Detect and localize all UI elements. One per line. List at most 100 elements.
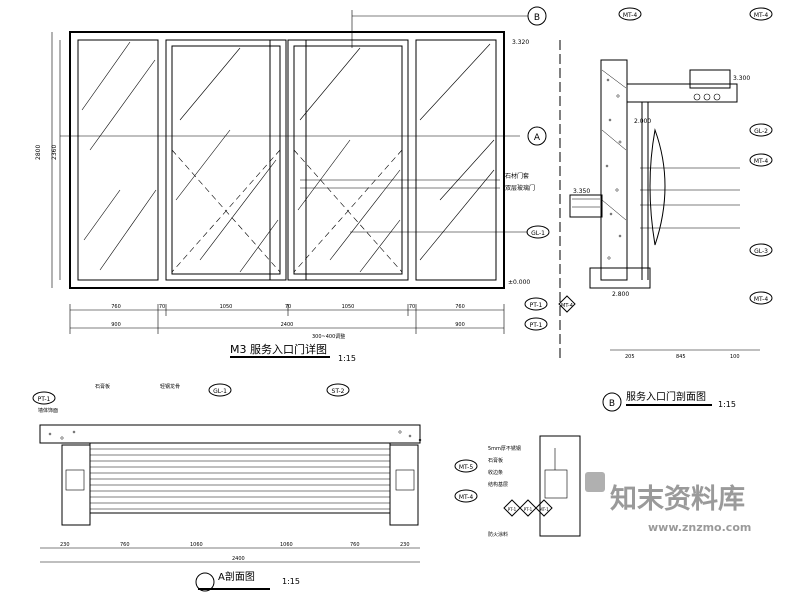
callout-label-1: 石材门套: [505, 172, 529, 180]
side-dim-2: 845: [676, 354, 686, 360]
wall-hatch: [601, 69, 627, 260]
callout-tag-gl1: [526, 225, 550, 239]
detail-label-2: 石膏板: [488, 457, 503, 464]
dim-height-door: 2360: [51, 145, 58, 160]
elevation-scale: 1:15: [338, 354, 356, 363]
door-leaf-left-inner: [171, 45, 281, 275]
tag-gl1-label: GL-1: [213, 388, 227, 395]
dim-note: 300~400调整: [312, 333, 345, 340]
detail-tag-1: [503, 499, 521, 517]
door-leaf-right-inner: [293, 45, 403, 275]
sa-dim-5: 760: [350, 542, 360, 548]
svg-text:MT-4: MT-4: [754, 158, 768, 165]
dim-bottom-2: 2400: [281, 322, 294, 328]
svg-text:MT-4: MT-4: [561, 303, 573, 309]
dim-bottom-3: 900: [455, 322, 465, 328]
tag-mt4: [454, 489, 478, 503]
detail-label-5: 防火涂料: [488, 531, 508, 538]
wall-masonry: [600, 59, 628, 281]
svg-text:MT-4: MT-4: [623, 12, 637, 19]
section-a-marker: [195, 572, 215, 592]
detail-frame: [539, 435, 581, 537]
side-dim-1: 205: [625, 354, 635, 360]
section-marker-a-label: A: [534, 133, 541, 143]
sa-dim-4: 1060: [280, 542, 293, 548]
tag-pt1: [32, 391, 56, 405]
tag-mt5: [454, 459, 478, 473]
elevation-title: M3 服务入口门详图: [230, 342, 327, 356]
level-top: 3.320: [512, 39, 529, 46]
watermark-logo-icon: [585, 472, 605, 492]
dim-top-1: 760: [111, 304, 121, 310]
dim-top-7: 760: [455, 304, 465, 310]
svg-text:PT-1: PT-1: [530, 322, 543, 329]
detail-label-1: 5mm厚不锈钢: [488, 445, 521, 452]
svg-text:PT-1: PT-1: [524, 507, 533, 512]
side-dim-3: 100: [730, 354, 740, 360]
side-tags: MT-4 GL-2 MT-4 GL-3 MT-4 MT-4 PT-1 PT-1 …: [524, 7, 773, 331]
dim-height-total: 2800: [35, 145, 42, 160]
detail-label-3: 收边条: [488, 469, 503, 476]
elevation-frame: [69, 31, 505, 289]
sa-dim-6: 230: [400, 542, 410, 548]
section-marker-b-label: B: [534, 13, 540, 23]
svg-text:PT-1: PT-1: [530, 302, 543, 309]
tag-gl1: [208, 383, 232, 397]
detail-tag-2: [519, 499, 537, 517]
label-wall-finish: 墙体饰面: [38, 407, 58, 414]
door-leaf-section: [649, 128, 666, 246]
label-steel-keel: 轻钢龙骨: [160, 383, 180, 390]
callout-tag-gl1-label: GL-1: [531, 230, 545, 237]
label-gypsum: 石膏板: [95, 383, 110, 390]
watermark: 知末资料库 www.znzmo.com: [585, 472, 751, 534]
callout-label-2: 双层玻璃门: [505, 184, 535, 192]
dim-bottom-1: 900: [111, 322, 121, 328]
dim-top-2: 70: [159, 304, 165, 310]
side-section-marker-label: B: [609, 399, 615, 409]
dim-top-4: 70: [285, 304, 291, 310]
glass-hatch: [81, 41, 495, 273]
dim-top-3: 1050: [220, 304, 233, 310]
tag-mt5-label: MT-5: [459, 464, 473, 471]
side-level-1: 3.300: [733, 75, 750, 82]
door-leaf-left: [165, 39, 287, 281]
section-a-head: [39, 424, 421, 444]
floor-slab-left: [569, 194, 603, 218]
side-section-marker: [602, 392, 622, 412]
section-a-title: A剖面图: [218, 570, 255, 583]
section-a-right-jamb: [389, 444, 419, 526]
ceiling-box: [626, 83, 738, 103]
section-a-scale: 1:15: [282, 577, 300, 586]
level-floor: ±0.000: [508, 279, 530, 286]
tag-st2-label: ST-2: [332, 388, 345, 395]
threshold: [589, 267, 651, 289]
tag-mt4-label: MT-4: [459, 494, 473, 501]
tag-pt1-label: PT-1: [38, 396, 51, 403]
door-elevation: A B 3.320 ±0.000 石材门套 双层玻璃门 GL-1 2800 23…: [35, 6, 550, 363]
glass-panel-right: [415, 39, 497, 281]
svg-text:MT-4: MT-4: [754, 12, 768, 19]
glass-panel-left: [77, 39, 159, 281]
door-leaf-right: [287, 39, 409, 281]
section-a-body: [89, 442, 391, 514]
svg-text:GL-2: GL-2: [754, 128, 768, 135]
detail-view: 5mm厚不锈钢 石膏板 收边条 结构基层 防火涂料 PT-1 PT-1 MT-1: [488, 435, 581, 538]
svg-text:GL-3: GL-3: [754, 248, 768, 255]
side-level-2: 3.350: [573, 188, 590, 195]
dim-top-5: 1050: [342, 304, 355, 310]
sa-dim-total: 2400: [232, 556, 245, 562]
section-a-plan: PT-1 墙体饰面 石膏板 GL-1 轻钢龙骨 ST-2 MT-5 MT-4 2…: [32, 383, 478, 592]
svg-text:MT-1: MT-1: [539, 507, 549, 512]
dim-top-6: 70: [409, 304, 415, 310]
svg-text:PT-1: PT-1: [508, 507, 517, 512]
section-a-slats: [90, 448, 390, 510]
svg-text:MT-4: MT-4: [754, 296, 768, 303]
sa-dim-2: 760: [120, 542, 130, 548]
sa-dim-1: 230: [60, 542, 70, 548]
detail-label-4: 结构基层: [488, 481, 508, 488]
door-head-box: [689, 69, 731, 89]
section-a-left-jamb: [61, 444, 91, 526]
side-section-title: 服务入口门剖面图: [626, 390, 706, 403]
